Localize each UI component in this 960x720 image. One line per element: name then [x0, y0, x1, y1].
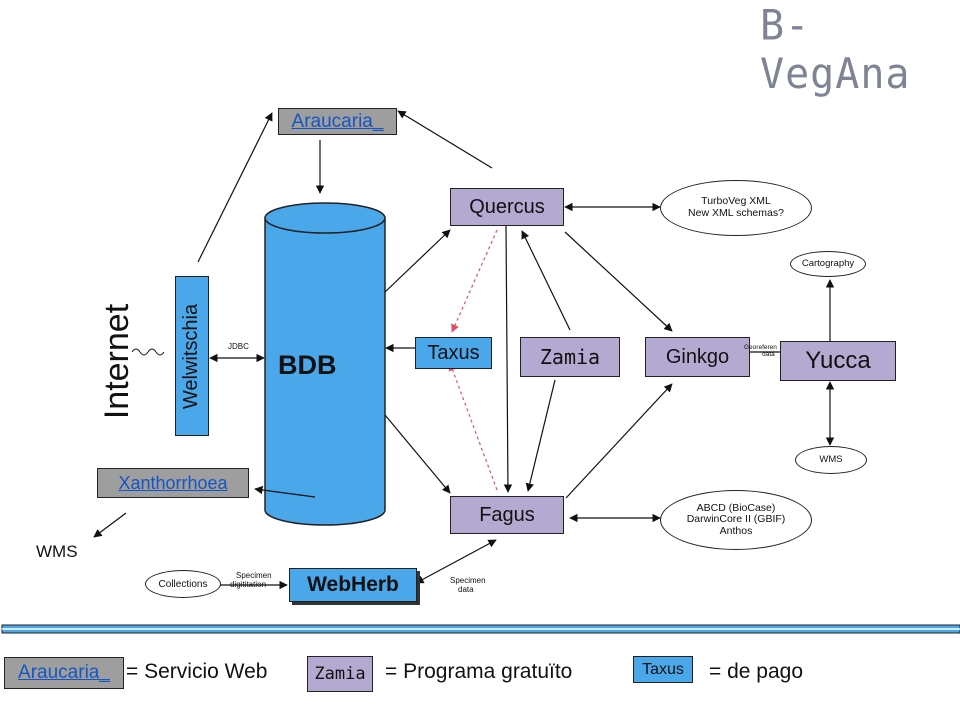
internet-label-wrap: Internet	[88, 296, 148, 426]
legend-paid-sample: Taxus	[633, 656, 693, 683]
turboveg-line1: TurboVeg XML	[701, 195, 771, 208]
yucca-node: Yucca	[780, 341, 896, 381]
specimen-data-line2: data	[458, 585, 474, 595]
taxus-node: Taxus	[415, 337, 492, 369]
ginkgo-node: Ginkgo	[645, 337, 750, 377]
bdb-cylinder	[264, 202, 386, 526]
specimen-digit-label: Specimen digititation	[230, 571, 272, 589]
araucaria-node[interactable]: Araucaria_	[278, 108, 397, 135]
specimen-digit-line2: digititation	[230, 580, 267, 590]
fagus-node: Fagus	[450, 496, 564, 534]
cartography-ellipse: Cartography	[790, 251, 866, 277]
abcd-line1: ABCD (BioCase)	[696, 501, 776, 514]
georef-line2: data	[762, 351, 775, 359]
xanthorrhoea-node[interactable]: Xanthorrhoea	[97, 468, 249, 498]
specimen-data-line1: Specimen	[450, 576, 486, 585]
legend-web-sample[interactable]: Araucaria_	[4, 657, 124, 689]
abcd-ellipse: ABCD (BioCase) DarwinCore II (GBIF) Anth…	[660, 490, 812, 550]
webherb-node: WebHerb	[289, 568, 417, 602]
quercus-node: Quercus	[450, 188, 564, 226]
legend-free-text: = Programa gratuïto	[385, 660, 573, 683]
specimen-digit-line1: Specimen	[236, 571, 272, 580]
collections-ellipse: Collections	[145, 570, 221, 598]
wms-left-label: WMS	[36, 542, 78, 561]
georef-label: Georeferen data	[744, 344, 777, 359]
legend-web-text: = Servicio Web	[126, 660, 268, 683]
legend-free-sample: Zamia	[307, 656, 373, 692]
specimen-data-label: Specimen data	[450, 576, 486, 594]
abcd-line2: DarwinCore II (GBIF)	[686, 513, 786, 526]
turboveg-line2: New XML schemas?	[688, 207, 784, 219]
internet-label: Internet	[98, 303, 137, 419]
wms-ellipse-label: WMS	[819, 453, 843, 465]
wms-ellipse: WMS	[795, 446, 867, 474]
separator-bar	[1, 624, 960, 634]
cartography-label: Cartography	[801, 257, 855, 269]
turboveg-ellipse: TurboVeg XML New XML schemas?	[660, 180, 812, 236]
welwitschia-label: Welwitschia	[180, 303, 203, 409]
georef-line1: Georeferen	[744, 344, 777, 351]
abcd-line3: Anthos	[719, 524, 753, 537]
welwitschia-node: Welwitschia	[175, 276, 209, 436]
jdbc-label: JDBC	[228, 342, 249, 351]
legend-paid-text: = de pago	[709, 660, 804, 683]
bdb-label: BDB	[278, 350, 337, 380]
logo: B-VegAna	[760, 1, 911, 99]
zamia-node: Zamia	[520, 337, 620, 377]
collections-label: Collections	[158, 578, 208, 590]
